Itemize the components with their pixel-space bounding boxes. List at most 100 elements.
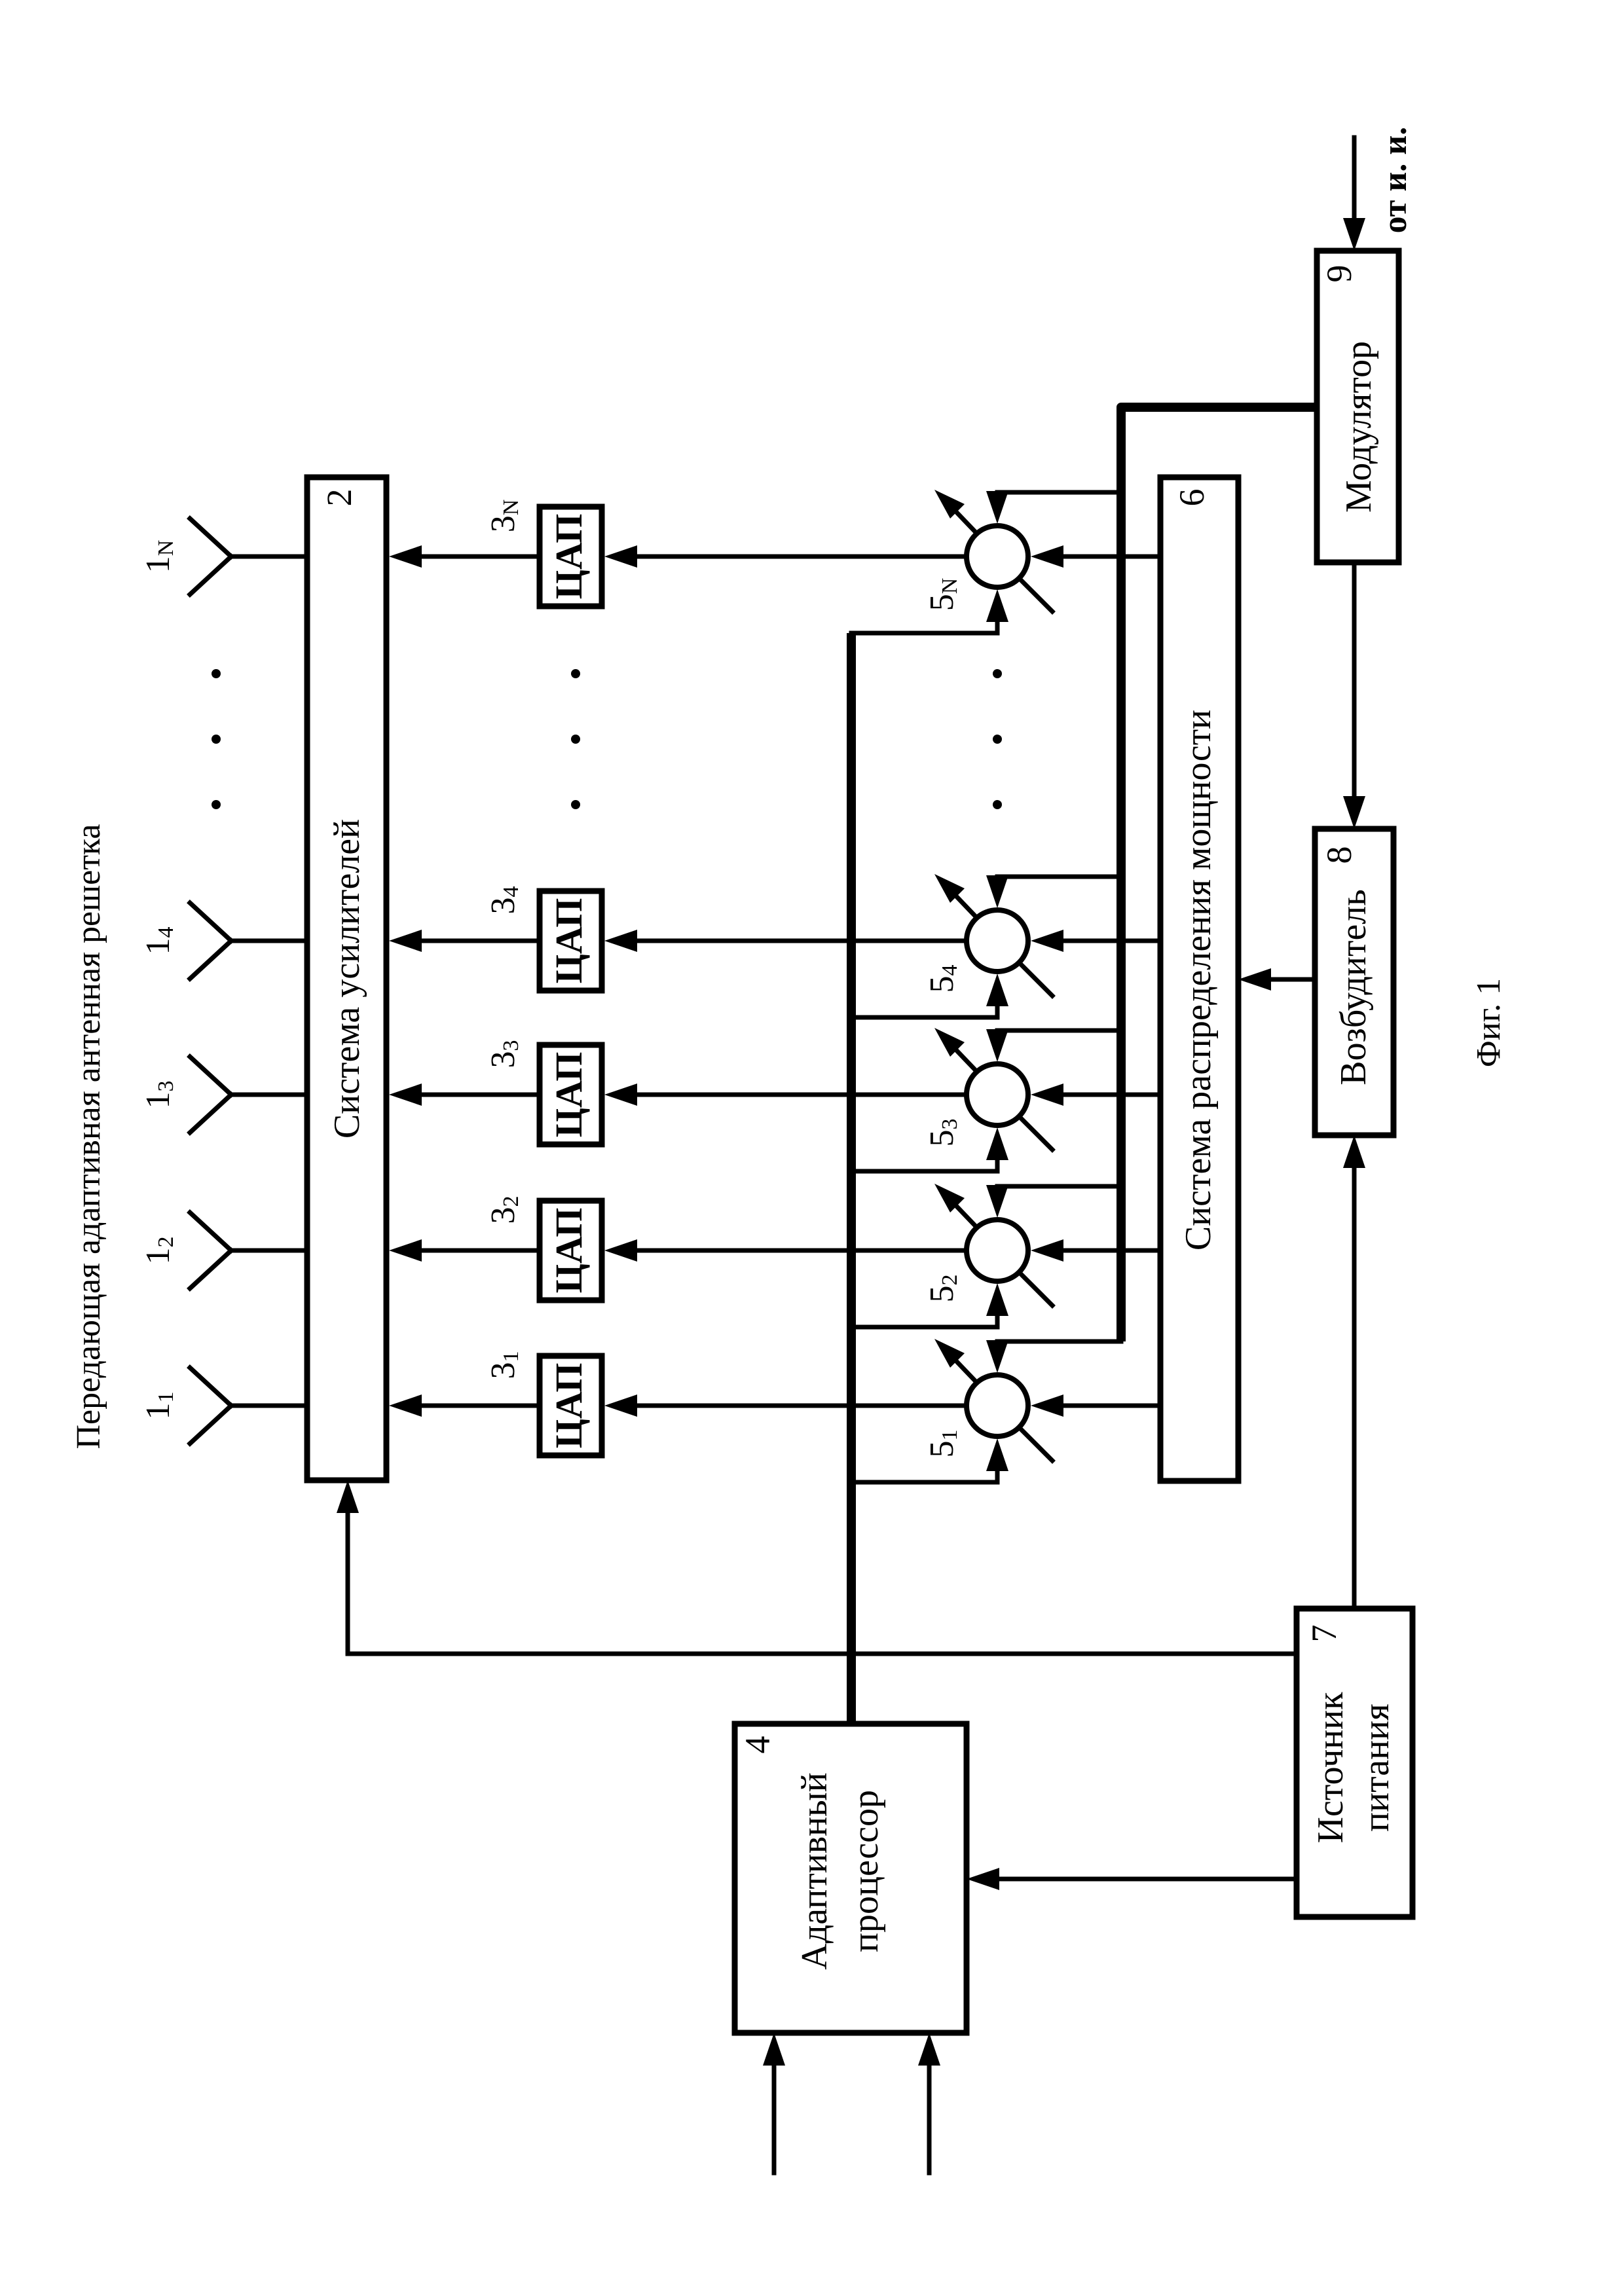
arrowhead-icon [604, 1394, 637, 1417]
arrowhead-icon [604, 1239, 637, 1262]
antenna-arm [187, 938, 234, 982]
adjust-arrow-icon [934, 490, 965, 519]
dac-label: ЦАП [547, 898, 590, 984]
adaptive-processor-block: Адаптивный процессор 4 [731, 1721, 970, 2036]
weight-multiplier [849, 490, 1163, 636]
ellipsis-dot [571, 735, 580, 744]
arrowhead-icon [1343, 1135, 1365, 1168]
multiplier-circle-icon [964, 1061, 1031, 1128]
arrowhead-icon [1031, 1084, 1063, 1106]
antenna-arm [187, 1053, 234, 1098]
adjust-arrow-tail [1016, 1269, 1056, 1309]
power-supply-block: Источник питания 7 [1293, 1605, 1416, 1920]
processor-label-line1: Адаптивный [794, 1772, 835, 1969]
multiplier-circle-icon [964, 1217, 1031, 1284]
arrowhead-icon [389, 930, 422, 952]
antenna-icon [187, 1053, 310, 1136]
dac-box [536, 503, 605, 610]
weight-label: 51 [923, 1430, 962, 1458]
processor-label-line2: процессор [845, 1790, 886, 1952]
adjust-arrow-tail [1016, 575, 1056, 615]
exciter-label: Возбудитель [1333, 889, 1374, 1085]
power-supply-label-line1: Источник [1310, 1692, 1351, 1844]
processor-number: 4 [738, 1736, 777, 1754]
dac-block: ЦАП [536, 1353, 605, 1459]
weight-multiplier [849, 874, 1163, 1020]
dac-number-label: 31 [485, 1351, 523, 1379]
connection-lines [337, 135, 1365, 2176]
ellipsis-dot [212, 735, 221, 744]
dac-number-label: 32 [485, 1196, 523, 1224]
ellipsis-dot [212, 800, 221, 809]
adjust-arrow-tail [1016, 960, 1056, 999]
amplifier-block-label: Система усилителей [327, 819, 367, 1139]
antenna-icon [187, 1364, 310, 1447]
antenna-label: 14 [139, 927, 178, 955]
dac-box [536, 888, 605, 994]
arrowhead-icon [986, 1185, 1008, 1218]
external-input-label: от и. и. [1376, 127, 1414, 234]
arrowhead-icon [986, 491, 1008, 524]
antenna-icon [187, 515, 310, 598]
arrowhead-icon [986, 974, 1008, 1006]
modulator-number: 9 [1320, 265, 1359, 283]
arrowhead-icon [604, 1084, 637, 1106]
power-supply-number: 7 [1304, 1625, 1344, 1643]
arrowhead-icon [986, 1438, 1008, 1471]
arrowhead-icon [1343, 796, 1365, 829]
dac-block: ЦАП [536, 1197, 605, 1303]
dac-box [536, 1197, 605, 1303]
power-distribution-label: Система распределения мощности [1178, 710, 1219, 1250]
channel-row-1: 11 ЦАП 31 51 [139, 1339, 1163, 1485]
arrowhead-icon [337, 1480, 359, 1513]
ellipsis-dots [212, 669, 1002, 809]
modulator-block: Модулятор 9 [1314, 247, 1402, 566]
dac-box [536, 1042, 605, 1148]
arrowhead-icon [389, 1239, 422, 1262]
multiplier-circle-icon [964, 907, 1031, 974]
multiplier-circle-icon [964, 523, 1031, 590]
dac-number-label: 34 [485, 886, 523, 915]
adjust-arrow-icon [934, 1184, 965, 1212]
adjust-arrow-icon [934, 874, 965, 903]
arrowhead-icon [389, 1084, 422, 1106]
arrowhead-icon [1238, 968, 1271, 991]
modulator-label: Модулятор [1338, 341, 1379, 513]
weight-label: 52 [923, 1275, 962, 1303]
ellipsis-dot [993, 735, 1002, 744]
dac-number-label: 3N [485, 500, 523, 533]
antenna-arm [187, 1247, 234, 1292]
arrowhead-icon [986, 1283, 1008, 1316]
dac-label: ЦАП [547, 1052, 590, 1138]
antenna-arm [187, 1091, 234, 1136]
dac-block: ЦАП [536, 503, 605, 610]
arrowhead-icon [1031, 1394, 1063, 1417]
arrowhead-icon [1031, 545, 1063, 568]
antenna-label: 11 [139, 1392, 178, 1420]
antenna-label: 12 [139, 1237, 178, 1265]
antenna-arm [187, 515, 234, 560]
dac-label: ЦАП [547, 1208, 590, 1294]
arrowhead-icon [1031, 1239, 1063, 1262]
weight-label: 53 [923, 1119, 962, 1147]
arrowhead-icon [986, 1029, 1008, 1062]
antenna-arm [187, 1364, 234, 1409]
dac-box [536, 1353, 605, 1459]
exciter-number: 8 [1320, 847, 1359, 864]
antenna-icon [187, 900, 310, 982]
ellipsis-dot [212, 669, 221, 678]
power-distribution-block: Система распределения мощности 6 [1157, 474, 1242, 1484]
dac-block: ЦАП [536, 888, 605, 994]
ellipsis-dot [993, 800, 1002, 809]
weight-multiplier [849, 1184, 1163, 1330]
arrowhead-icon [967, 1868, 999, 1890]
arrowhead-icon [763, 2033, 785, 2066]
dac-number-label: 33 [485, 1040, 523, 1068]
dac-block: ЦАП [536, 1042, 605, 1148]
arrowhead-icon [986, 1340, 1008, 1373]
arrowhead-icon [389, 1394, 422, 1417]
